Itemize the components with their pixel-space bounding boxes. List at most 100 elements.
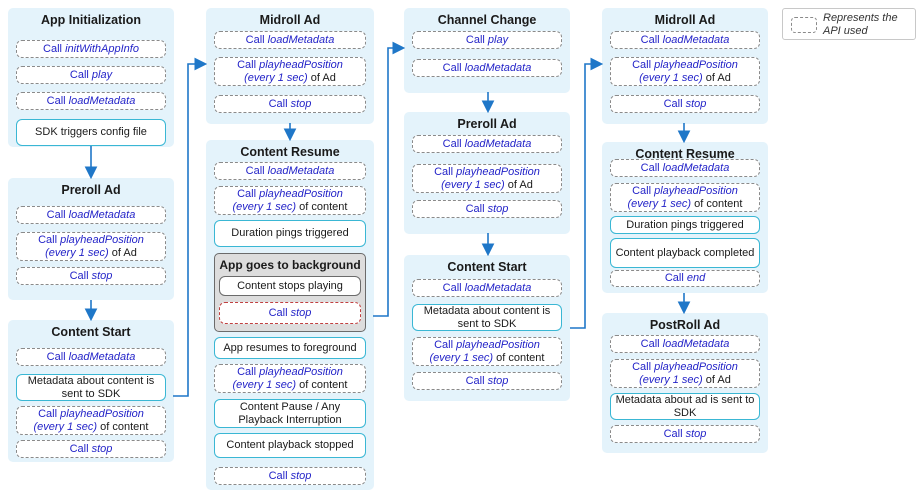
call-prefix: Call (442, 137, 465, 150)
api-call-playheadposition: Call playheadPosition(every 1 sec) of Ad (16, 232, 166, 261)
event-text: Metadata about ad is sent to SDK (615, 393, 755, 419)
call-prefix: Call (640, 161, 663, 174)
api-function-name: stop (487, 374, 509, 387)
call-prefix: Call (663, 97, 686, 110)
event-text: Metadata about content is sent to SDK (27, 374, 155, 400)
call-prefix: Call (237, 365, 260, 378)
api-call-stop: Call stop (412, 200, 562, 218)
api-call-playheadposition: Call playheadPosition(every 1 sec) of co… (214, 364, 366, 393)
api-target: of Ad (307, 71, 336, 84)
api-function-name: play (487, 33, 509, 46)
call-prefix: Call (43, 42, 66, 55)
arrow-col3-to-col4 (570, 57, 604, 329)
api-function-name: stop (290, 306, 312, 319)
api-function-name: loadMetadata (68, 94, 136, 107)
api-function-name: playheadPosition (259, 187, 343, 200)
event-box: SDK triggers config file (16, 119, 166, 146)
event-text: SDK triggers config file (35, 126, 147, 138)
stage-title: Content Resume (240, 145, 340, 159)
api-function-name: stop (91, 269, 113, 282)
event-box: Content playback stopped (214, 433, 366, 458)
api-call-playheadposition: Call playheadPosition(every 1 sec) of Ad (412, 164, 562, 193)
api-call-stop: Call stop (16, 267, 166, 285)
legend-text: Represents the API used (823, 12, 898, 38)
event-box: Content playback completed (610, 238, 760, 268)
api-function-name: play (91, 68, 113, 81)
event-box: Metadata about content is sent to SDK (16, 374, 166, 401)
stage-title: Preroll Ad (457, 117, 517, 131)
api-call-loadmetadata: Call loadMetadata (610, 335, 760, 353)
api-call-loadmetadata: Call loadMetadata (214, 162, 366, 180)
event-text: Content playback completed (615, 246, 755, 259)
api-call-loadmetadata: Call loadMetadata (16, 348, 166, 366)
call-prefix: Call (442, 281, 465, 294)
api-call-playheadposition: Call playheadPosition(every 1 sec) of Ad (610, 359, 760, 388)
event-text: Duration pings triggered (231, 227, 349, 239)
api-target: of content (296, 378, 348, 391)
api-target: of content (97, 420, 149, 433)
call-prefix: Call (442, 61, 465, 74)
api-target: of Ad (702, 373, 731, 386)
api-interval: (every 1 sec) (639, 71, 703, 84)
call-prefix: Call (46, 94, 69, 107)
api-call-end: Call end (610, 270, 760, 287)
api-interval: (every 1 sec) (232, 378, 297, 391)
call-prefix: Call (664, 272, 687, 284)
api-call-stop: Call stop (610, 425, 760, 443)
api-call-stop: Call stop (214, 95, 366, 113)
call-prefix: Call (465, 202, 488, 215)
call-prefix: Call (38, 407, 61, 420)
stage-title: Midroll Ad (259, 13, 321, 27)
call-prefix: Call (46, 208, 69, 221)
call-prefix: Call (632, 58, 655, 71)
call-prefix: Call (465, 374, 488, 387)
api-call-loadmetadata: Call loadMetadata (16, 206, 166, 224)
api-function-name: playheadPosition (456, 338, 540, 351)
stage-title: Channel Change (437, 13, 537, 27)
legend-text-line2: API used (823, 25, 868, 37)
call-prefix: Call (434, 165, 457, 178)
api-call-playheadposition: Call playheadPosition(every 1 sec) of Ad (214, 57, 366, 86)
api-target: of content (296, 200, 348, 213)
api-function-name: loadMetadata (267, 33, 335, 46)
api-call-playheadposition: Call playheadPosition(every 1 sec) of co… (16, 406, 166, 435)
call-prefix: Call (640, 33, 663, 46)
event-text: Content playback stopped (226, 439, 354, 451)
api-function-name: stop (91, 442, 113, 455)
api-function-name: playheadPosition (654, 184, 738, 197)
stage-title: Content Start (51, 325, 131, 339)
api-function-name: loadMetadata (464, 281, 532, 294)
api-call-playheadposition: Call playheadPosition(every 1 sec) of Ad (610, 57, 760, 86)
api-target: of Ad (504, 178, 533, 191)
event-box: Metadata about ad is sent to SDK (610, 393, 760, 420)
api-call-stop: Call stop (610, 95, 760, 113)
call-prefix: Call (237, 58, 260, 71)
api-function-name: stop (290, 469, 312, 482)
api-call-loadmetadata: Call loadMetadata (214, 31, 366, 49)
api-interval: (every 1 sec) (627, 197, 692, 210)
event-text: App resumes to foreground (223, 341, 357, 354)
call-prefix: Call (640, 337, 663, 350)
api-interval: (every 1 sec) (639, 373, 703, 386)
api-function-name: playheadPosition (654, 360, 738, 373)
api-target: of content (493, 351, 545, 364)
call-prefix: Call (268, 97, 291, 110)
api-call-playheadposition: Call playheadPosition(every 1 sec) of co… (412, 337, 562, 366)
api-function-name: stop (685, 97, 707, 110)
api-call-loadmetadata: Call loadMetadata (412, 59, 562, 77)
api-call-playheadposition: Call playheadPosition(every 1 sec) of co… (214, 186, 366, 215)
api-call-loadmetadata: Call loadMetadata (610, 159, 760, 177)
stage-title: Preroll Ad (61, 183, 121, 197)
api-call-stop: Call stop (214, 467, 366, 485)
event-box: Metadata about content is sent to SDK (412, 304, 562, 331)
